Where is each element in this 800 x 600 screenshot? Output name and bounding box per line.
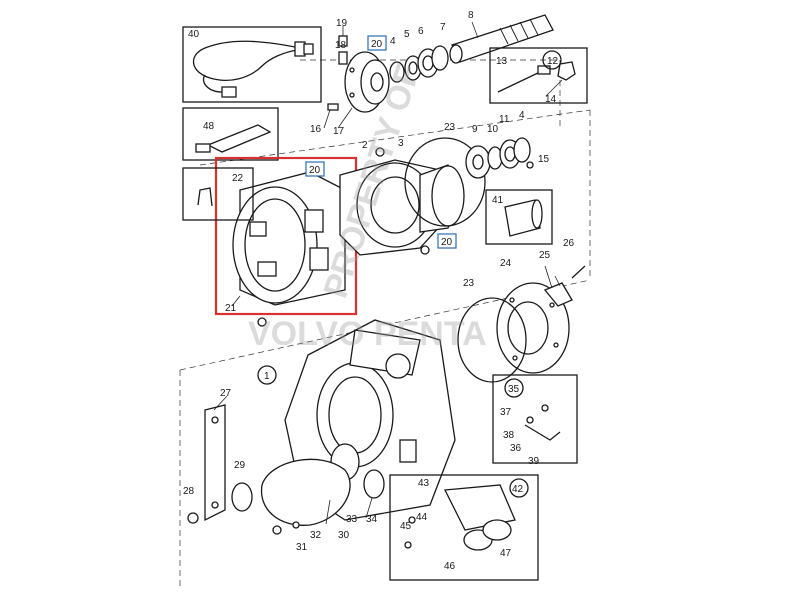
callout-36: 36 bbox=[510, 443, 522, 454]
callout-45: 45 bbox=[400, 521, 412, 532]
callout-10: 10 bbox=[487, 124, 499, 135]
callout-3: 3 bbox=[398, 138, 404, 149]
callout-25: 25 bbox=[539, 250, 551, 261]
callout-labels: 40 19 18 4 5 6 7 8 13 14 16 17 48 2 3 23… bbox=[183, 10, 575, 572]
callout-37: 37 bbox=[500, 407, 512, 418]
badge-20-mid: 20 bbox=[441, 237, 453, 248]
callout-48: 48 bbox=[203, 121, 215, 132]
callout-15: 15 bbox=[538, 154, 550, 165]
callout-40: 40 bbox=[188, 29, 200, 40]
callout-44: 44 bbox=[416, 512, 428, 523]
callout-47: 47 bbox=[500, 548, 512, 559]
callout-7: 7 bbox=[440, 22, 446, 33]
callout-34: 34 bbox=[366, 514, 378, 525]
callout-6: 6 bbox=[418, 26, 424, 37]
callout-46: 46 bbox=[444, 561, 456, 572]
circle-markers bbox=[257, 50, 562, 498]
part-box-22 bbox=[182, 167, 254, 221]
gasket-27 bbox=[187, 404, 253, 524]
callout-9: 9 bbox=[472, 124, 478, 135]
part-box-42 bbox=[389, 474, 539, 581]
part-box-40 bbox=[182, 26, 322, 103]
callout-2: 2 bbox=[362, 140, 368, 151]
callout-33: 33 bbox=[346, 514, 358, 525]
callout-23-top: 23 bbox=[444, 122, 456, 133]
callout-39: 39 bbox=[528, 456, 540, 467]
hub-assembly-17 bbox=[327, 35, 390, 113]
gear-housing bbox=[339, 137, 486, 256]
callout-27: 27 bbox=[220, 388, 232, 399]
badge-20-highlight: 20 bbox=[309, 165, 321, 176]
callout-30: 30 bbox=[338, 530, 350, 541]
watermark-line2: VOLVO PENTA bbox=[248, 315, 487, 353]
callout-32: 32 bbox=[310, 530, 322, 541]
reference-badges: 20 20 20 bbox=[305, 35, 457, 249]
highlighted-part-21 bbox=[214, 156, 358, 316]
drive-shaft-8 bbox=[449, 14, 554, 64]
callout-29: 29 bbox=[234, 460, 246, 471]
callout-22: 22 bbox=[232, 173, 244, 184]
badge-20-mid-box bbox=[437, 233, 457, 249]
leader-lines bbox=[213, 21, 563, 525]
part-box-35 bbox=[492, 374, 578, 464]
callout-18: 18 bbox=[335, 40, 347, 51]
callout-28: 28 bbox=[183, 486, 195, 497]
callout-35: 35 bbox=[508, 384, 520, 395]
callout-43: 43 bbox=[418, 478, 430, 489]
cover-30 bbox=[260, 458, 351, 535]
callout-14: 14 bbox=[545, 94, 557, 105]
badge-20-top-box bbox=[367, 35, 387, 51]
callout-26: 26 bbox=[563, 238, 575, 249]
flange-assembly-24 bbox=[457, 265, 586, 383]
badge-20-highlight-box bbox=[305, 161, 325, 177]
callout-17: 17 bbox=[333, 126, 345, 137]
callout-12: 12 bbox=[547, 56, 559, 67]
callout-23-mid: 23 bbox=[463, 278, 475, 289]
callout-8: 8 bbox=[468, 10, 474, 21]
badge-20-top: 20 bbox=[371, 39, 383, 50]
callout-24: 24 bbox=[500, 258, 512, 269]
callout-31: 31 bbox=[296, 542, 308, 553]
callout-1: 1 bbox=[264, 371, 270, 382]
callout-11: 11 bbox=[499, 114, 510, 125]
part-box-12 bbox=[489, 47, 588, 104]
part-box-48 bbox=[182, 107, 279, 161]
callout-41: 41 bbox=[492, 195, 504, 206]
callout-42: 42 bbox=[512, 484, 524, 495]
callout-5: 5 bbox=[404, 29, 410, 40]
callout-4-top: 4 bbox=[390, 36, 396, 47]
callout-16: 16 bbox=[310, 124, 322, 135]
callout-19: 19 bbox=[336, 18, 348, 29]
callout-4-right: 4 bbox=[519, 110, 525, 121]
bearing-stack-9-11 bbox=[465, 137, 534, 179]
callout-38: 38 bbox=[503, 430, 515, 441]
seal-stack-4-7 bbox=[389, 45, 449, 83]
callout-13: 13 bbox=[496, 56, 508, 67]
part-box-41 bbox=[485, 189, 553, 245]
callout-21: 21 bbox=[225, 303, 237, 314]
